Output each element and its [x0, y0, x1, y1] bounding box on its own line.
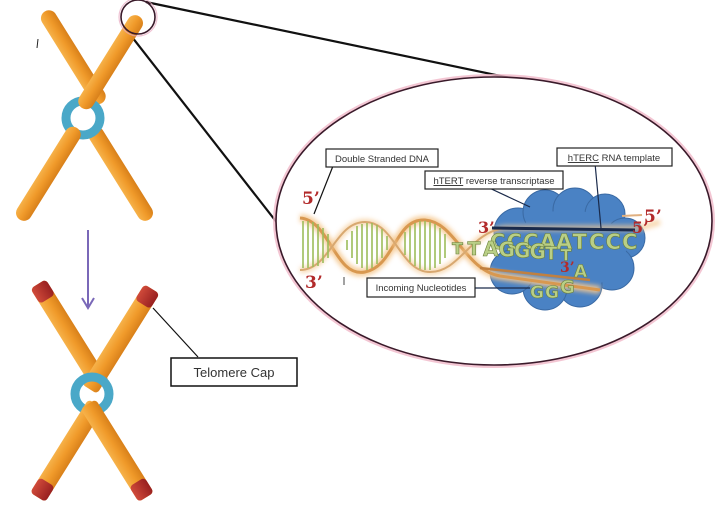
zoom-ellipse-glow — [273, 74, 715, 368]
incoming-nucleotides-label: Incoming Nucleotides — [376, 283, 467, 294]
dna-base: G — [499, 238, 515, 262]
incoming-base: A — [574, 262, 588, 282]
telomere-cap — [136, 285, 159, 308]
new-dna-strand-line — [479, 266, 591, 282]
rna-base: C — [523, 230, 538, 254]
prime-label-top-left: 5’ — [302, 189, 320, 209]
dna-base: T — [468, 238, 481, 260]
chromosome-with-telomeres — [31, 280, 159, 501]
hterc-label-acronym: hTERC — [568, 153, 599, 164]
hterc-label: hTERC RNA template — [568, 153, 660, 164]
chromatid-arm — [31, 280, 108, 390]
rna-base: C — [622, 230, 637, 254]
double-stranded-dna-label: Double Stranded DNA — [335, 154, 430, 165]
incoming-base: G — [545, 283, 559, 303]
chromatid-arm — [81, 400, 153, 501]
zoom-circle-glow — [118, 0, 158, 37]
double-stranded-dna-leader — [313, 165, 334, 215]
incoming-nucleotides-label-box — [366, 277, 476, 298]
down-arrow-icon — [81, 230, 95, 310]
hterc-label-box — [556, 147, 673, 167]
top-right-strand — [621, 214, 643, 217]
telomere-cap-leader — [152, 307, 199, 358]
dna-double-helix — [299, 214, 661, 294]
hterc-leader — [594, 162, 602, 229]
chromatid-arm — [83, 285, 159, 393]
dna-base: G — [530, 240, 546, 264]
htert-label: hTERT reverse transcriptase — [433, 176, 554, 187]
rna-base: A — [556, 230, 573, 254]
chromatid-arm — [78, 15, 143, 110]
htert-label-rest: reverse transcriptase — [463, 176, 554, 187]
htert-label-acronym: hTERT — [433, 176, 463, 187]
dna-base: T — [545, 243, 558, 264]
incoming-base: G — [530, 283, 544, 303]
prime-label-top-right: 5’ — [644, 207, 662, 227]
zoom-line-top — [145, 0, 521, 82]
prime-label-template-right: 5’ — [632, 218, 649, 237]
base-pair-rungs — [302, 221, 446, 270]
telomere-cap — [31, 478, 54, 501]
hterc-label-rest: RNA template — [599, 153, 660, 164]
dna-base: G — [514, 239, 530, 263]
rna-base: C — [589, 230, 604, 254]
prime-label-bottom-left: 3’ — [305, 273, 323, 293]
htert-label-box — [424, 170, 564, 190]
chromatid-arm — [40, 10, 106, 105]
hterc-rna-template-line — [491, 226, 636, 232]
rna-base: C — [490, 230, 505, 254]
rna-base: A — [540, 230, 557, 254]
prime-label-template-left: 3’ — [478, 218, 495, 237]
zoom-circle — [120, 0, 156, 35]
chromatid-arm — [16, 126, 81, 221]
dna-base: T — [561, 245, 572, 264]
double-stranded-dna-label-box — [325, 148, 439, 168]
chromosome-original — [16, 0, 158, 221]
telomere-cap — [31, 280, 54, 303]
incoming-base: G — [560, 277, 575, 298]
chromatid-arm — [88, 126, 153, 221]
rna-base: C — [507, 230, 522, 254]
telomere-cap — [130, 478, 153, 501]
chromatid-arm — [31, 400, 103, 501]
dna-base: A — [483, 237, 499, 261]
telomere-cap-label: Telomere Cap — [194, 365, 275, 380]
dna-base: T — [452, 239, 463, 258]
text-cursor — [36, 38, 39, 49]
prime-label-new-strand: 3’ — [560, 260, 575, 276]
rna-base: T — [573, 230, 588, 254]
rna-base: C — [606, 230, 621, 254]
telomere-cap-label-box — [170, 357, 298, 387]
